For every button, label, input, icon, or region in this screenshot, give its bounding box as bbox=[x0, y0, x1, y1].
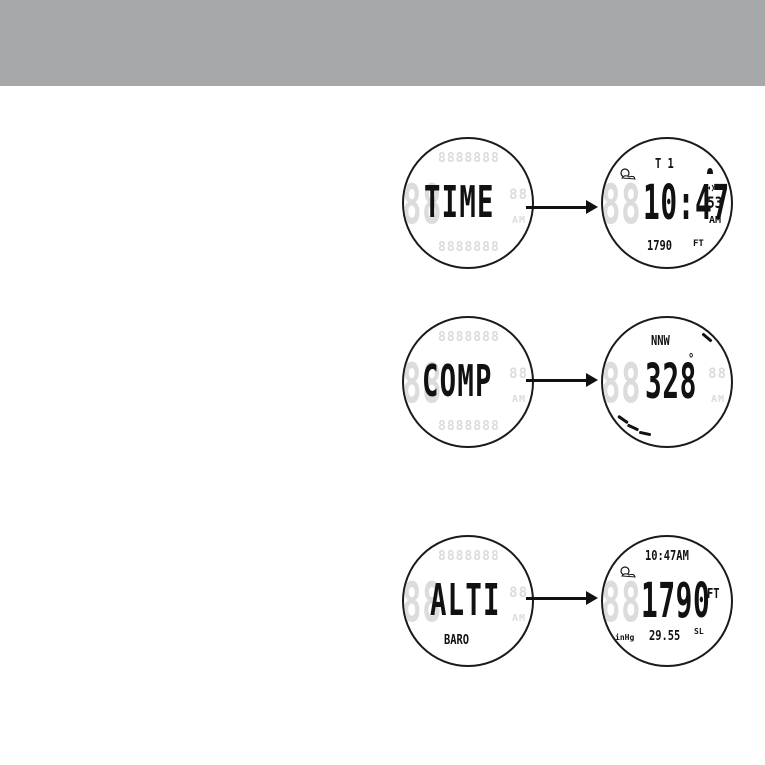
alarm-sound-icon bbox=[708, 184, 714, 192]
sun-cloud-icon bbox=[620, 566, 636, 578]
mode-sub-label: BARO bbox=[444, 633, 470, 648]
header-bar bbox=[0, 0, 765, 86]
altitude-value: 1790 bbox=[641, 573, 711, 629]
ghost-segments: 8888888 bbox=[438, 151, 500, 166]
ghost-segments: AM bbox=[511, 394, 526, 405]
ghost-segments: 88 bbox=[402, 352, 443, 415]
current-time: 10:47AM bbox=[645, 549, 689, 564]
watch-display-compass-mode: 8888888 88 88 AM 8888888 COMP bbox=[402, 316, 534, 448]
ghost-segments: 88 bbox=[402, 571, 443, 634]
altitude-value: 1790 bbox=[647, 239, 673, 254]
ghost-segments: 88 bbox=[601, 173, 642, 236]
ghost-segments: 8888888 bbox=[438, 419, 500, 434]
ghost-segments: 8888888 bbox=[438, 240, 500, 255]
ghost-segments: 8888888 bbox=[438, 330, 500, 345]
mode-label: ALTI bbox=[430, 575, 501, 626]
watch-display-altimeter: 88 10:47AM 1790 FT inHg 29.55 SL bbox=[601, 535, 733, 667]
seconds: 53 bbox=[707, 193, 723, 212]
watch-display-altimeter-mode: 8888888 88 88 AM ALTI BARO bbox=[402, 535, 534, 667]
compass-pointer-segment bbox=[701, 332, 713, 343]
compass-pointer-segment bbox=[617, 414, 629, 425]
ghost-segments: 88 bbox=[509, 187, 528, 203]
ghost-segments: AM bbox=[710, 394, 725, 405]
altitude-unit: FT bbox=[707, 587, 720, 602]
ghost-segments: 88 bbox=[601, 352, 642, 415]
arrow-right-icon bbox=[526, 591, 598, 605]
ghost-segments: 8888888 bbox=[438, 549, 500, 564]
barometric-pressure: 29.55 bbox=[649, 629, 681, 644]
degree-sign: ° bbox=[688, 352, 695, 367]
compass-bearing: 328 bbox=[645, 354, 698, 410]
pressure-unit-icon: inHg bbox=[615, 633, 635, 642]
ghost-segments: 88 bbox=[509, 585, 528, 601]
mode-label: COMP bbox=[422, 356, 493, 407]
compass-direction: NNW bbox=[651, 334, 670, 349]
ghost-segments: AM bbox=[511, 613, 526, 624]
arrow-right-icon bbox=[526, 200, 598, 214]
watch-display-time: 88 T 1 10:47 53 AM 1790 FT bbox=[601, 137, 733, 269]
main-time: 10:47 bbox=[643, 175, 730, 231]
mode-label: TIME bbox=[424, 177, 495, 228]
arrow-right-icon bbox=[526, 373, 598, 387]
ghost-segments: 88 bbox=[601, 571, 642, 634]
watch-display-compass: 88 88 AM NNW 328 ° bbox=[601, 316, 733, 448]
sun-cloud-icon bbox=[620, 168, 636, 180]
ghost-segments: AM bbox=[511, 215, 526, 226]
sea-level-indicator: SL bbox=[694, 627, 704, 636]
compass-pointer-segment bbox=[626, 423, 640, 432]
ghost-segments: 88 bbox=[708, 366, 727, 382]
compass-pointer-segment bbox=[638, 430, 652, 437]
altitude-unit: FT bbox=[693, 239, 704, 249]
am-pm: AM bbox=[709, 215, 722, 226]
bell-icon bbox=[707, 168, 713, 174]
ghost-segments: 88 bbox=[402, 173, 443, 236]
watch-display-time-mode: 8888888 88 88 AM 8888888 TIME bbox=[402, 137, 534, 269]
time-zone: T 1 bbox=[655, 157, 674, 172]
ghost-segments: 88 bbox=[509, 366, 528, 382]
